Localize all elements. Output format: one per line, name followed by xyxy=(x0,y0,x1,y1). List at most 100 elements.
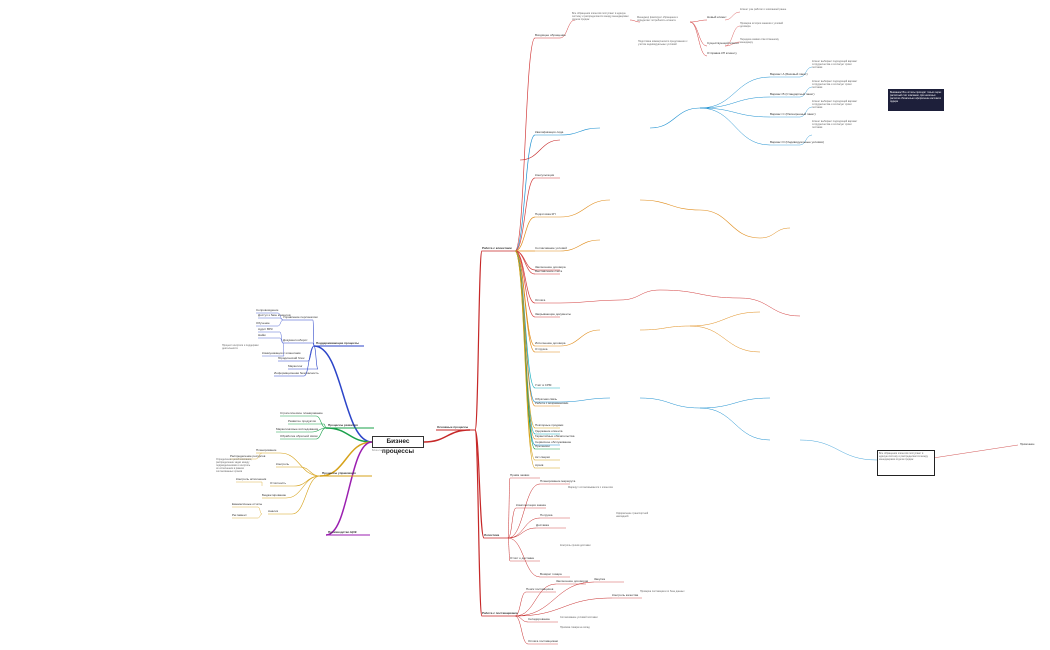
branch-main[interactable]: Основные процессы xyxy=(437,425,469,429)
option-item[interactable]: Вариант C (Расширенный пакет) xyxy=(770,112,816,116)
logistics-item[interactable]: Доставка xyxy=(536,523,549,527)
client-step[interactable]: Обратная связь xyxy=(535,397,558,401)
development-item[interactable]: Маркетинговые исследования xyxy=(276,427,319,431)
logistics-item[interactable]: Планирование маршрута xyxy=(540,479,576,483)
support-item[interactable]: Юридический блок xyxy=(278,356,305,360)
client-step-line xyxy=(514,177,536,252)
branch-production[interactable]: Производство ЦОК xyxy=(328,530,357,534)
supplier-item[interactable]: Поиск поставщиков xyxy=(526,587,554,591)
supplier-item[interactable]: Заключение договоров xyxy=(556,579,589,583)
option-item[interactable]: Вариант B (Стандартный пакет) xyxy=(770,92,815,96)
connector xyxy=(724,41,741,47)
branch-production-line xyxy=(325,441,373,536)
client-step[interactable]: Входящее обращение xyxy=(535,33,566,37)
client-text: Передача заявки ответственному менеджеру xyxy=(740,38,779,44)
client-step[interactable]: Закрывающие документы xyxy=(535,312,571,316)
logistics-text: Оформление транспортной накладной xyxy=(616,512,649,518)
client-step[interactable]: Гарантийные обязательства xyxy=(535,434,575,438)
connector xyxy=(699,209,761,239)
client-step[interactable]: Исполнение договора xyxy=(535,341,566,345)
support-item[interactable]: Управление персоналом xyxy=(283,315,318,319)
client-step[interactable]: Учёт в СРМ xyxy=(535,383,552,387)
client-text[interactable]: Отправка КП клиенту xyxy=(707,51,737,55)
support-item[interactable]: Доступ к базе клиентов xyxy=(258,313,291,317)
branch-management[interactable]: Процессы управления xyxy=(322,471,356,475)
logistics-item[interactable]: Возврат товара xyxy=(540,572,562,576)
client-step[interactable]: Удержание клиента xyxy=(535,429,563,433)
client-step[interactable]: Претензии xyxy=(535,444,550,448)
client-step[interactable]: Выставление счёта xyxy=(535,269,563,273)
side-label: Примечание xyxy=(1020,443,1035,446)
client-step[interactable]: Оплата xyxy=(535,298,546,302)
supplier-item[interactable]: Складирование xyxy=(528,617,550,621)
connector xyxy=(559,329,601,347)
branch-development[interactable]: Процессы развития xyxy=(328,423,358,427)
client-step[interactable]: Согласование условий xyxy=(535,246,567,250)
support-item[interactable]: Информационная безопасность xyxy=(274,371,319,375)
logistics-item[interactable]: Комплектация заказа xyxy=(516,503,546,507)
connector xyxy=(649,107,701,129)
management-item[interactable]: Распределение ресурсов xyxy=(230,454,266,458)
client-step-line xyxy=(514,37,536,252)
root-node[interactable]: Бизнес процессы xyxy=(372,436,424,455)
logistics-item[interactable]: Отчёт о доставке xyxy=(510,556,535,560)
support-item[interactable]: Обучение xyxy=(256,321,270,325)
management-item[interactable]: Регламент xyxy=(232,513,247,517)
management-item[interactable]: Планирование xyxy=(256,448,277,452)
connector xyxy=(799,106,813,118)
option-item[interactable]: Вариант A (Базовый пакет) xyxy=(770,72,808,76)
supplier-item[interactable]: Оплата поставщикам xyxy=(528,639,558,643)
support-item[interactable]: Аудит ВРК xyxy=(258,327,273,331)
supplier-item[interactable]: Закупка xyxy=(594,577,605,581)
main-suppliers[interactable]: Работа с поставщиками xyxy=(482,611,518,615)
management-item[interactable]: Контроль xyxy=(276,462,290,466)
support-item[interactable]: Найм xyxy=(258,333,266,337)
callout-box xyxy=(877,450,935,476)
client-step[interactable]: Архив xyxy=(535,463,544,467)
main-clients[interactable]: Работа с клиентами xyxy=(482,246,512,250)
option-desc: Клиент выбирает подходящий вариант сотру… xyxy=(812,120,858,129)
management-item[interactable]: Ежемесячные отчёты xyxy=(232,502,263,506)
connector xyxy=(559,19,576,39)
client-text[interactable]: Новый клиент xyxy=(707,15,727,19)
client-step[interactable]: Работа с возражениями xyxy=(535,401,569,405)
connector xyxy=(759,227,791,239)
client-step[interactable]: Повторные продажи xyxy=(535,423,564,427)
logistics-item[interactable]: Приём заявки xyxy=(510,473,530,477)
connector xyxy=(619,289,661,301)
support-item[interactable]: Сопровождение xyxy=(256,308,279,312)
main-logistics[interactable]: Логистика xyxy=(484,533,500,537)
client-text[interactable]: Существующий клиент xyxy=(707,41,740,45)
connector xyxy=(629,19,641,23)
management-item[interactable]: Анализ xyxy=(268,509,279,513)
connector xyxy=(699,76,771,109)
client-step[interactable]: Сервисное обслуживание xyxy=(535,440,572,444)
client-text: Клиент уже работал с компанией ранее xyxy=(740,8,787,11)
connector xyxy=(699,407,771,441)
development-item[interactable]: Развитие продуктов xyxy=(288,419,316,423)
option-item[interactable]: Вариант D (Индивидуальные условия) xyxy=(770,140,824,144)
support-item[interactable]: Маркетинг xyxy=(288,364,303,368)
support-item[interactable]: Документооборот xyxy=(283,338,308,342)
client-step[interactable]: Акт сверки xyxy=(535,455,550,459)
branch-support[interactable]: Поддерживающие процессы xyxy=(316,341,359,345)
client-step-line xyxy=(514,250,536,469)
logistics-item[interactable]: Погрузка xyxy=(540,513,553,517)
development-item[interactable]: Обработка обратной связи xyxy=(280,434,318,438)
development-item[interactable]: Стратегическое планирование xyxy=(280,411,323,415)
client-step[interactable]: Отгрузка xyxy=(535,347,548,351)
supplier-item[interactable]: Контроль качества xyxy=(612,593,639,597)
client-step[interactable]: Подготовка КП xyxy=(535,212,556,216)
support-item[interactable]: Коммуникация с клиентами xyxy=(262,351,301,355)
management-item[interactable]: Отчётность xyxy=(270,481,287,485)
connector xyxy=(799,439,878,461)
client-step[interactable]: Квалификация лида xyxy=(535,130,564,134)
connector xyxy=(507,537,541,578)
warning-note: Внимание! Все оплаты проходят только чер… xyxy=(888,89,944,111)
management-item[interactable]: Бюджетирование xyxy=(262,493,287,497)
supplier-text: Приёмка товара на склад xyxy=(560,626,590,629)
management-item[interactable]: Контроль исполнения xyxy=(236,477,267,481)
client-step[interactable]: Консультация xyxy=(535,173,555,177)
option-desc: Клиент выбирает подходящий вариант сотру… xyxy=(812,80,858,89)
client-step[interactable]: Заключение договора xyxy=(535,265,566,269)
